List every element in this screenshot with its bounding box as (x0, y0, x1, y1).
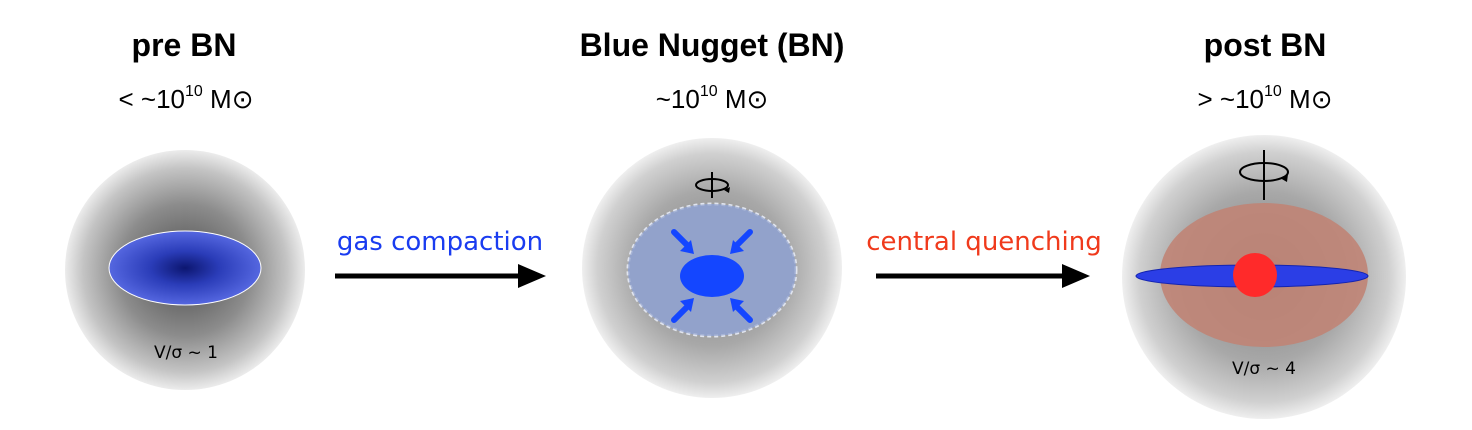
gas-disk (108, 230, 262, 306)
mass-label: > ~1010 M⊙ (1198, 83, 1333, 114)
blue-nugget-core (680, 255, 744, 297)
mass-unit: M⊙ (203, 84, 254, 114)
process-arrowhead-icon (518, 264, 546, 288)
mass-exponent: 10 (185, 83, 203, 100)
process-central-quenching: central quenching (866, 227, 1102, 288)
stage-pre-bn: pre BN < ~1010 M⊙ V/σ ~ 1 (65, 27, 305, 390)
stage-blue-nugget: Blue Nugget (BN) ~1010 M⊙ (580, 27, 845, 398)
inflow-arrowheads (680, 240, 744, 312)
mass-unit: M⊙ (718, 84, 769, 114)
process-label: central quenching (866, 227, 1102, 257)
stage-title: Blue Nugget (BN) (580, 27, 845, 63)
quenched-core (1233, 253, 1277, 297)
mass-label: < ~1010 M⊙ (119, 83, 254, 114)
stage-post-bn: post BN > ~1010 M⊙ V/σ ~ 4 (1122, 27, 1406, 419)
process-arrowhead-icon (1062, 264, 1090, 288)
mass-unit: M⊙ (1282, 84, 1333, 114)
mass-label: ~1010 M⊙ (656, 83, 769, 114)
mass-exponent: 10 (1264, 83, 1282, 100)
mass-prefix: > ~10 (1198, 84, 1265, 114)
rotation-icon (695, 172, 730, 198)
rotation-ratio-label: V/σ ~ 4 (1232, 359, 1296, 379)
rotation-ratio-label: V/σ ~ 1 (154, 343, 218, 363)
process-gas-compaction: gas compaction (335, 227, 546, 288)
stage-title: pre BN (132, 27, 237, 63)
rotation-icon (1239, 150, 1289, 200)
mass-prefix: < ~10 (119, 84, 186, 114)
stage-title: post BN (1204, 27, 1327, 63)
mass-exponent: 10 (700, 83, 718, 100)
process-label: gas compaction (337, 227, 543, 257)
mass-prefix: ~10 (656, 84, 700, 114)
